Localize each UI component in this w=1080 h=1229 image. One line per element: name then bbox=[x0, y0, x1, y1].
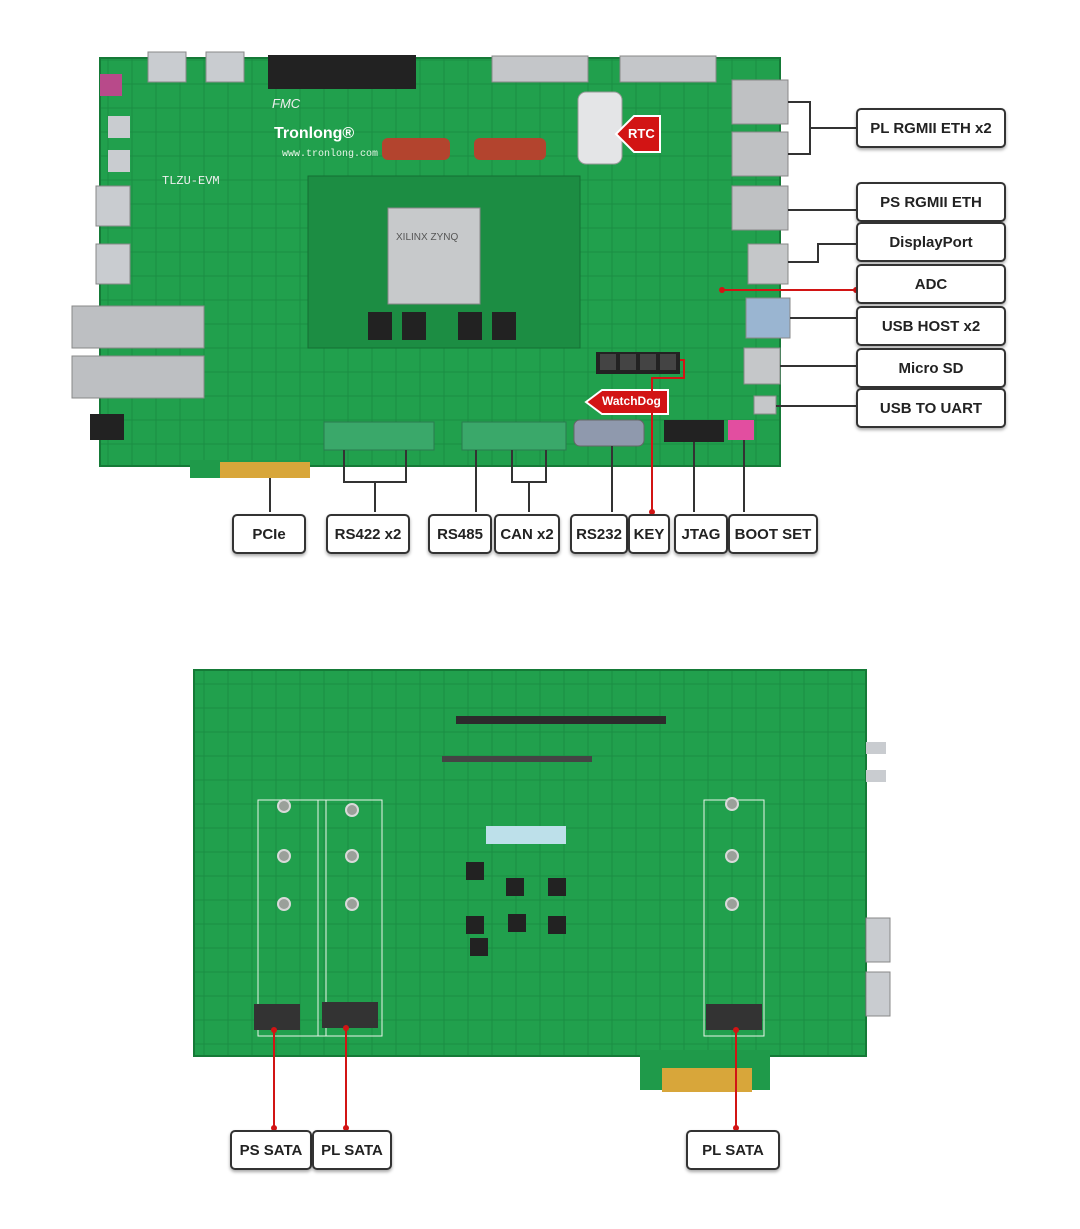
bottom-pcie-fingers bbox=[662, 1068, 752, 1092]
label-adc: ADC bbox=[856, 264, 1006, 304]
label-pl-sata-right: PL SATA bbox=[686, 1130, 780, 1170]
boot-switch bbox=[728, 420, 754, 440]
top-board bbox=[71, 51, 791, 478]
terminal-rs422 bbox=[323, 421, 435, 451]
label-ps-rgmii-eth: PS RGMII ETH bbox=[856, 182, 1006, 222]
chip-marking: XILINX ZYNQ bbox=[396, 232, 458, 243]
label-key: KEY bbox=[628, 514, 670, 554]
watchdog-arrow-tag bbox=[584, 389, 669, 415]
rtc-tag: RTC bbox=[628, 126, 655, 141]
top-connector-lines bbox=[269, 101, 856, 512]
website-silkscreen: www.tronlong.com bbox=[282, 148, 378, 160]
label-jtag: JTAG bbox=[674, 514, 728, 554]
zynq-chip bbox=[387, 207, 481, 305]
rtc-arrow-tag bbox=[614, 115, 661, 153]
m2-slot-pl-sata-right bbox=[706, 1004, 762, 1030]
rtc-battery bbox=[577, 91, 623, 165]
label-can-x2: CAN x2 bbox=[494, 514, 560, 554]
terminal-can-rs485 bbox=[461, 421, 567, 451]
pcie-fingers bbox=[220, 462, 310, 478]
rs232-connector bbox=[573, 419, 645, 447]
watchdog-tag: WatchDog bbox=[602, 394, 661, 408]
bottom-red-lines bbox=[273, 1028, 737, 1128]
red-lines bbox=[651, 289, 856, 512]
m2-slot-pl-sata-left bbox=[322, 1002, 378, 1028]
fmc-connector bbox=[268, 55, 416, 89]
model-silkscreen: TLZU-EVM bbox=[162, 174, 220, 188]
label-rs485: RS485 bbox=[428, 514, 492, 554]
jtag-header bbox=[664, 420, 724, 442]
m2-slot-ps-sata bbox=[254, 1004, 300, 1030]
label-micro-sd: Micro SD bbox=[856, 348, 1006, 388]
label-usb-host-x2: USB HOST x2 bbox=[856, 306, 1006, 346]
label-pl-sata-left: PL SATA bbox=[312, 1130, 392, 1170]
label-rs232: RS232 bbox=[570, 514, 628, 554]
label-boot-set: BOOT SET bbox=[728, 514, 818, 554]
label-pl-rgmii-eth-x2: PL RGMII ETH x2 bbox=[856, 108, 1006, 148]
label-pcie: PCIe bbox=[232, 514, 306, 554]
brand-silkscreen: Tronlong® bbox=[274, 125, 354, 142]
mounting-holes bbox=[277, 797, 739, 911]
label-usb-to-uart: USB TO UART bbox=[856, 388, 1006, 428]
label-displayport: DisplayPort bbox=[856, 222, 1006, 262]
label-rs422-x2: RS422 x2 bbox=[326, 514, 410, 554]
fmc-silkscreen: FMC bbox=[272, 96, 301, 111]
bottom-board bbox=[193, 669, 891, 1092]
label-ps-sata: PS SATA bbox=[230, 1130, 312, 1170]
